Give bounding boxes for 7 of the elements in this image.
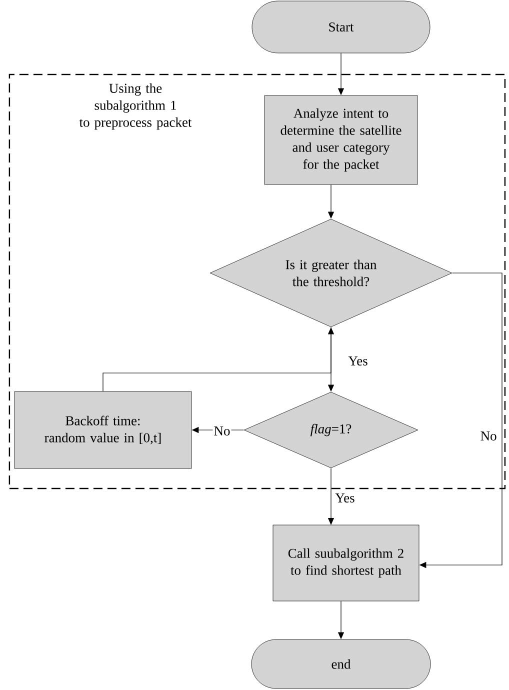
process-box: Call suubalgorithm 2 to find shortest path bbox=[272, 524, 420, 602]
edge-label: Yes bbox=[334, 492, 356, 504]
process-box: Analyze intent to determine the satellite and user category for the packet bbox=[264, 95, 418, 185]
edge-label: No bbox=[479, 430, 498, 442]
process-box: Backoff time: random value in [0,t] bbox=[14, 391, 192, 469]
edge-label: No bbox=[212, 426, 232, 436]
edge-label: Yes bbox=[347, 356, 369, 366]
